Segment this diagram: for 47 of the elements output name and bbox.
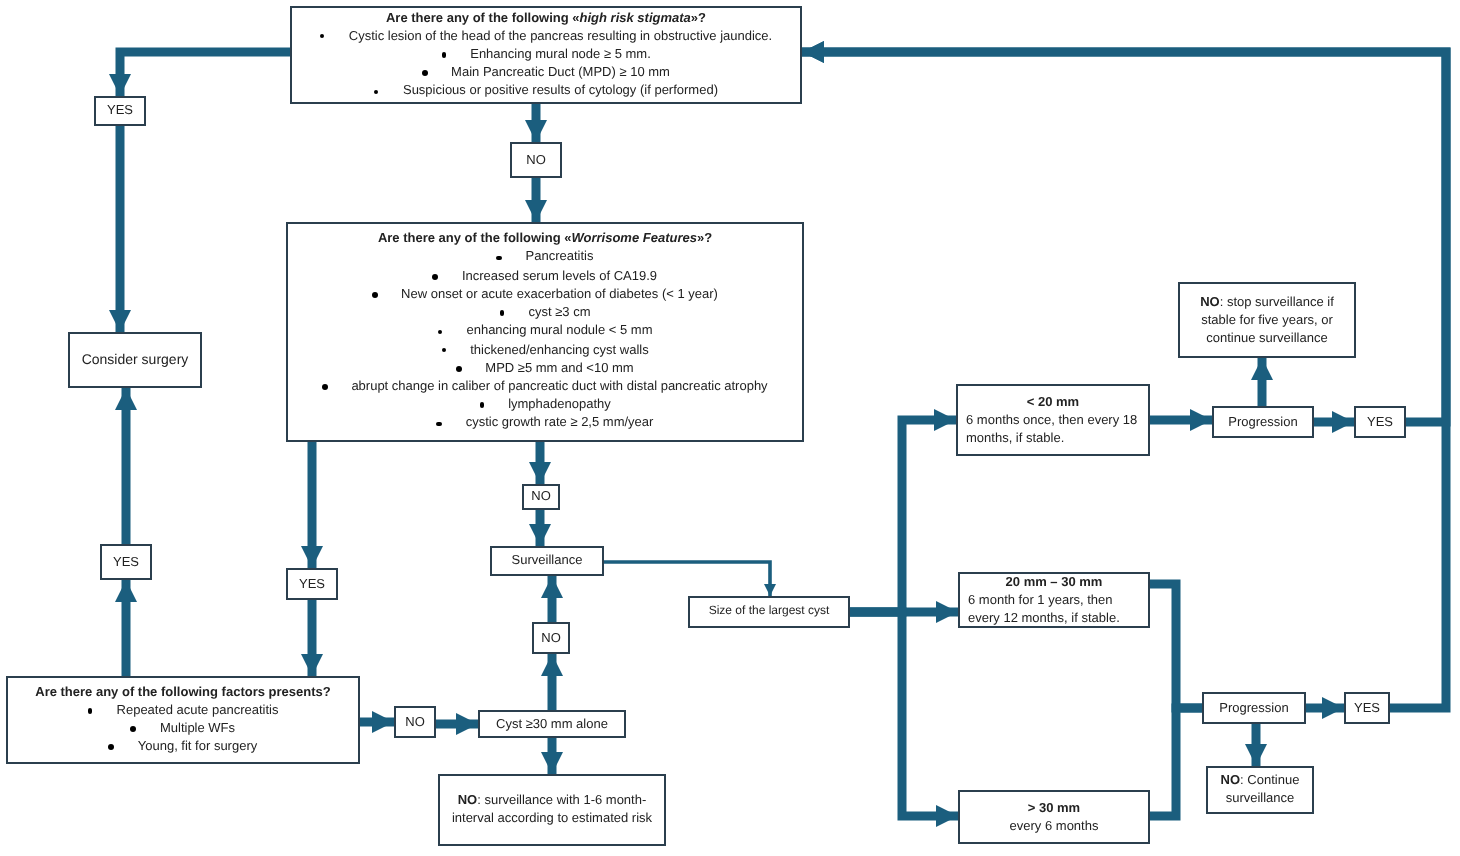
interval-box [958,572,1150,628]
action-box [1212,406,1314,438]
arrow [541,576,563,622]
arrow [109,126,131,332]
interval-box [958,790,1150,844]
arrow [529,442,551,484]
decision-box [510,142,562,178]
arrow [1306,697,1344,719]
question-box [6,676,360,764]
arrow [525,178,547,222]
arrow [1245,724,1267,766]
decision-box [532,622,570,654]
question-box [290,6,802,104]
arrow [301,442,323,568]
outcome-box [438,774,666,846]
question-box [286,222,804,442]
action-box [478,710,626,738]
decision-box [394,706,436,738]
decision-box [286,568,338,600]
decision-box [1344,692,1390,724]
arrow [301,600,323,676]
arrow [1150,409,1212,431]
outcome-box [1178,282,1356,358]
action-box [1202,692,1306,724]
interval-box [956,384,1150,456]
action-box [68,332,202,388]
action-box [688,596,850,628]
arrow [604,560,776,596]
arrow [541,738,563,774]
arrow [436,713,478,735]
arrow [850,607,958,827]
action-box [490,546,604,576]
decision-box [94,96,146,126]
outcome-box [1206,766,1314,814]
arrow [115,580,137,676]
arrow [360,711,394,733]
arrow [525,104,547,142]
arrow [541,654,563,710]
decision-box [522,484,560,510]
decision-box [100,544,152,580]
arrow [529,510,551,546]
arrow [1251,358,1273,406]
decision-box [1354,406,1406,438]
arrow [109,47,290,96]
arrow [802,41,1451,713]
arrow [115,388,137,544]
arrow [1314,411,1354,433]
